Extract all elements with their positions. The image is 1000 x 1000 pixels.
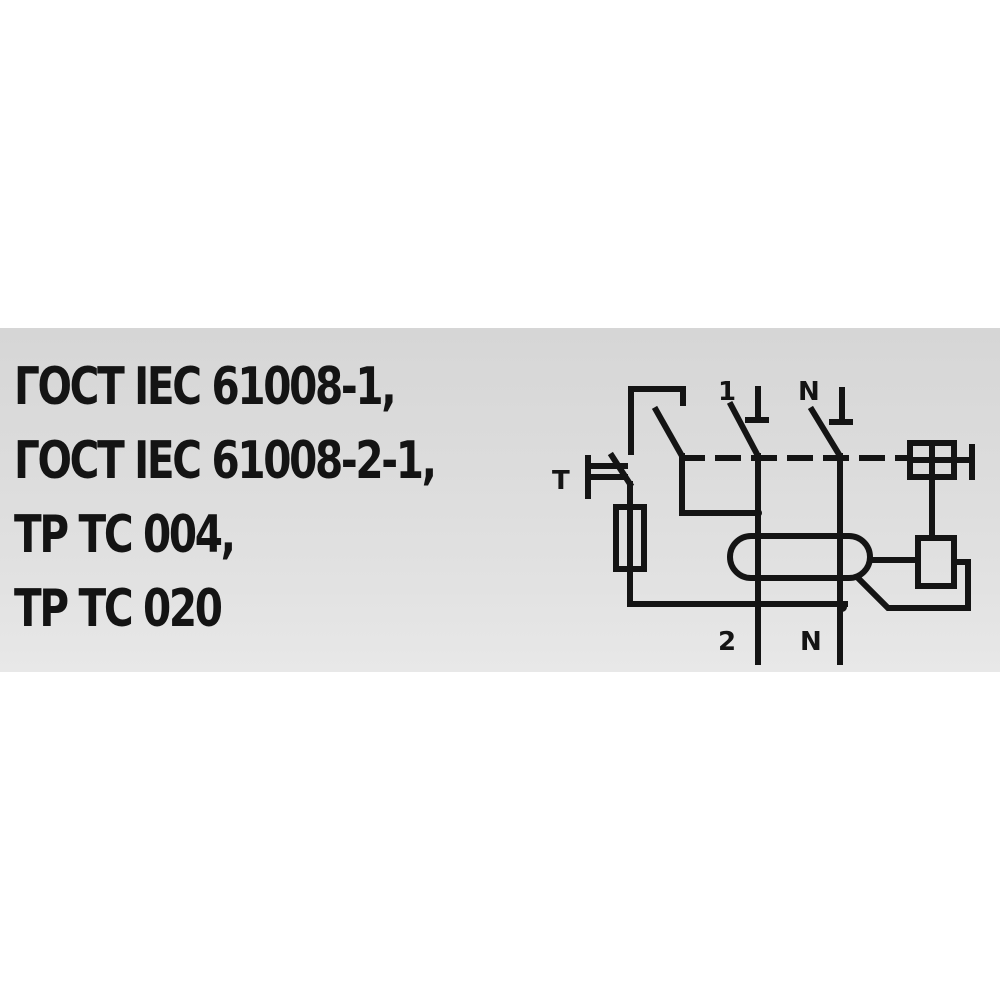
test-resistor-icon: [613, 481, 848, 607]
standard-line: ТР ТС 004,: [14, 505, 236, 565]
terminal-label-input-phase: 1: [718, 377, 736, 407]
current-transformer-icon: [727, 533, 873, 581]
switch-contacts-icon: [651, 386, 853, 665]
standard-line: ГОСТ IEC 61008-1,: [14, 357, 397, 417]
trip-latch-icon: [907, 440, 975, 541]
relay-coil-icon: [853, 535, 971, 611]
terminal-label-output-phase: 2: [718, 627, 736, 657]
rcd-circuit-diagram: T 1 N 2 N: [552, 377, 975, 665]
standard-line: ГОСТ IEC 61008-2-1,: [14, 431, 437, 491]
terminal-label-test: T: [552, 466, 570, 496]
junction-dots: [754, 509, 847, 612]
trip-hook-icon: [628, 386, 686, 455]
test-button-icon: [585, 451, 635, 499]
product-label-band: ГОСТ IEC 61008-1, ГОСТ IEC 61008-2-1, ТР…: [0, 328, 1000, 672]
terminal-label-input-neutral: N: [798, 377, 820, 407]
standards-list: ГОСТ IEC 61008-1, ГОСТ IEC 61008-2-1, ТР…: [14, 350, 553, 646]
terminal-label-output-neutral: N: [800, 627, 822, 657]
standard-line: ТР ТС 020: [14, 579, 223, 639]
